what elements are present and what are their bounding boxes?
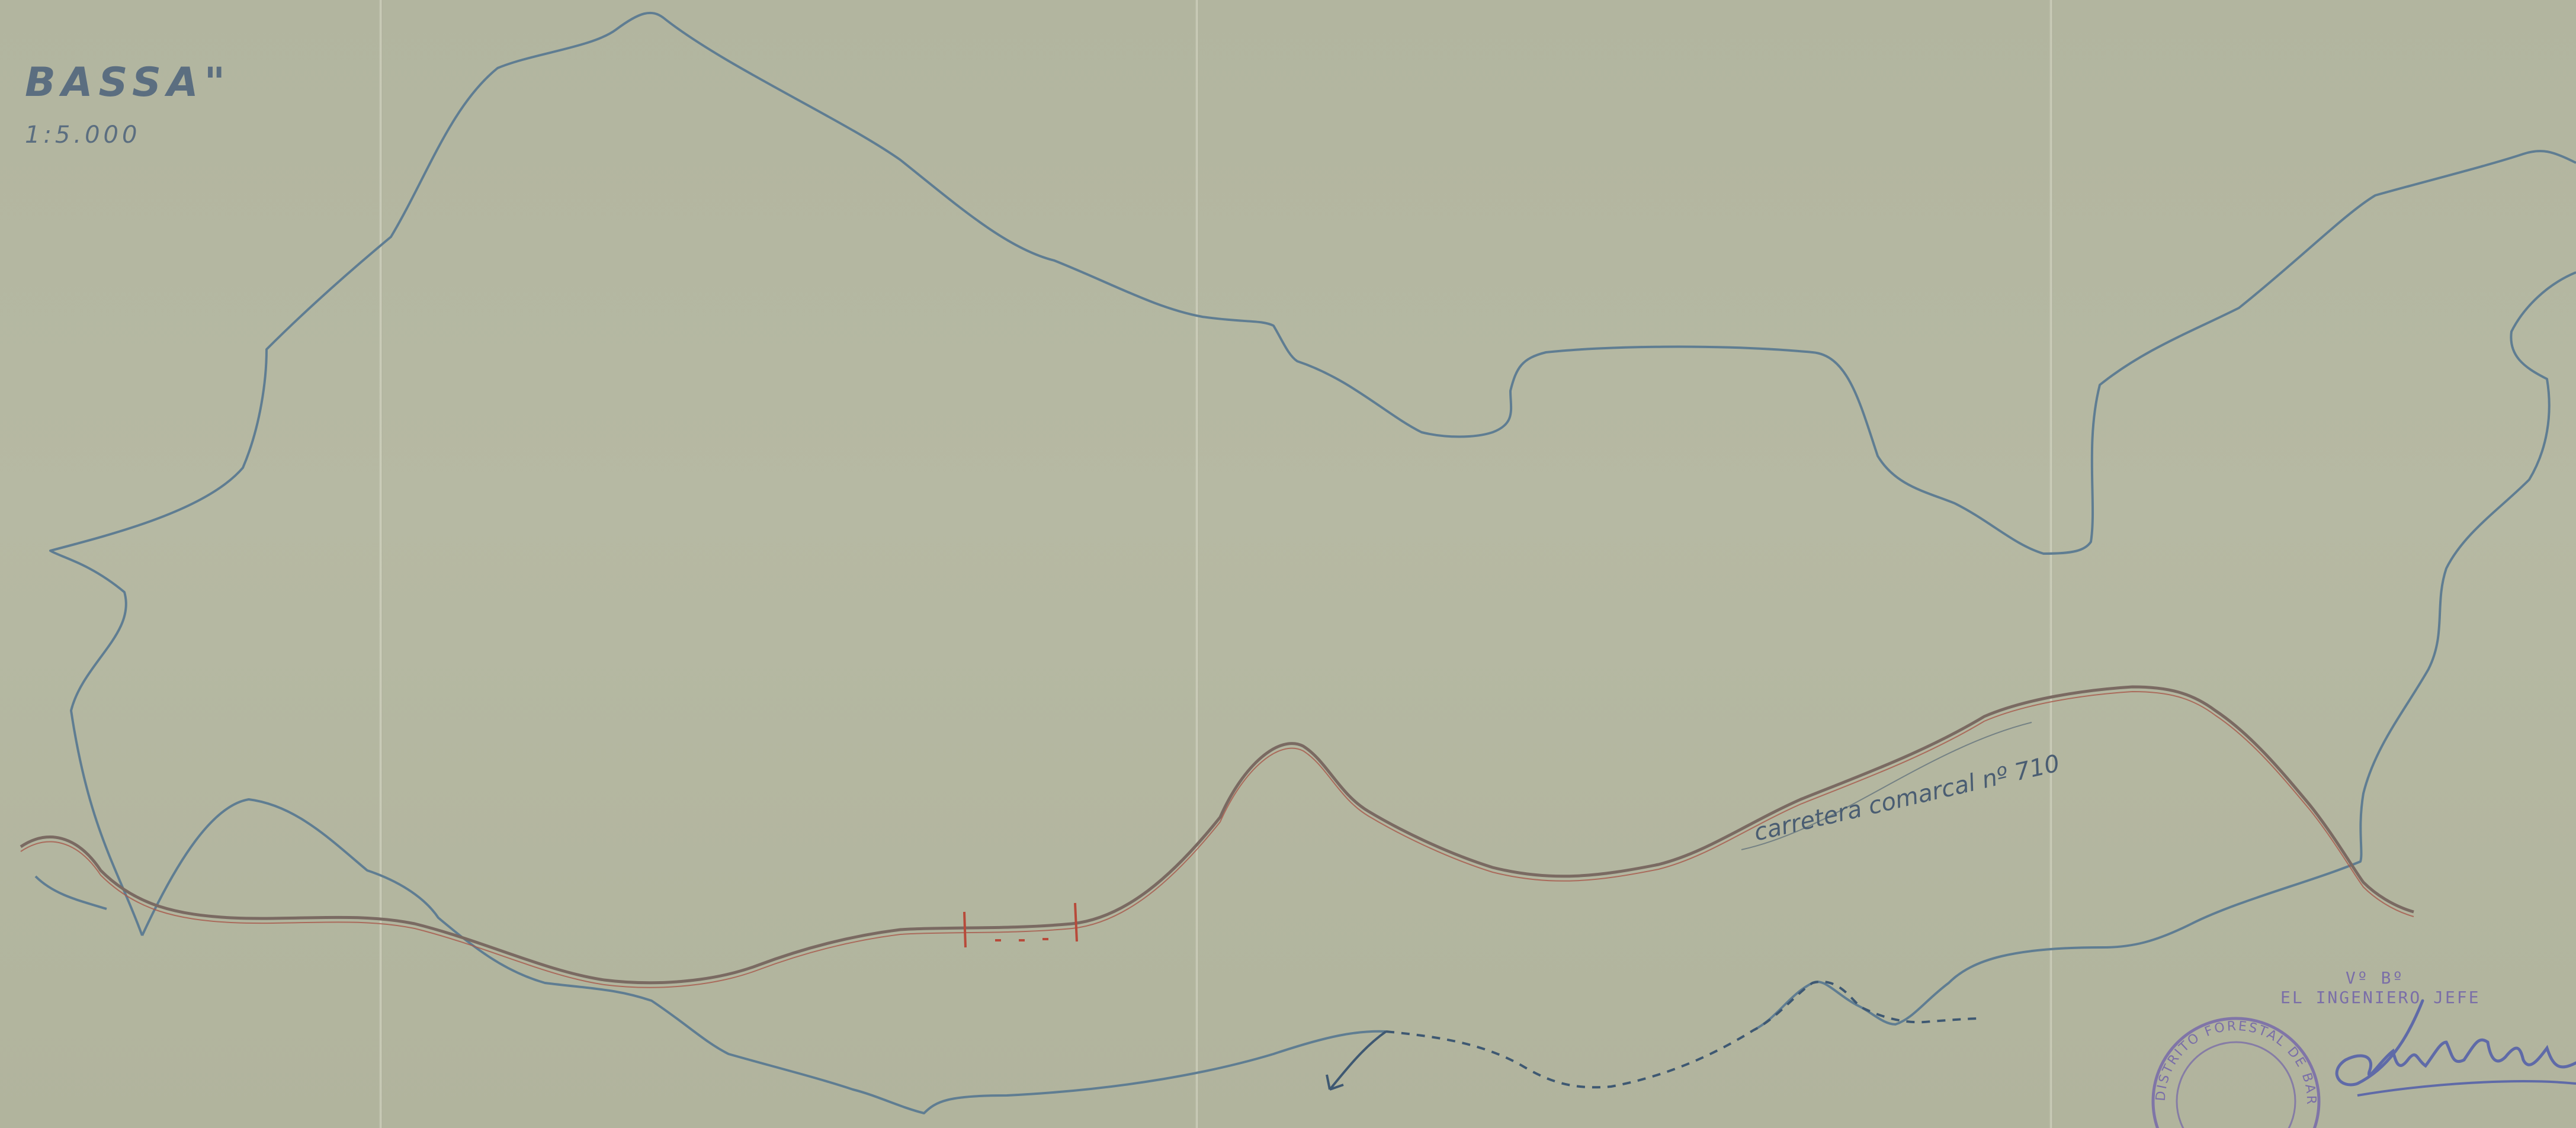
track-arrow <box>1326 1030 1387 1091</box>
signature <box>2335 999 2576 1087</box>
map-title: BASSA" <box>25 59 232 106</box>
stamp-vb-label: Vº Bº <box>2346 968 2405 988</box>
seal-text: DISTRITO FORESTAL DE BARCELONA <box>0 0 2317 1105</box>
map-scale: 1:5.000 <box>25 121 141 149</box>
road-line-red <box>20 690 2414 988</box>
parcel-boundary-south <box>141 798 1387 1114</box>
parcel-boundary <box>49 11 2576 936</box>
road-label-underline <box>1741 722 2032 850</box>
paper-fold <box>2049 0 2053 1128</box>
road-line <box>20 685 2414 985</box>
paper-fold <box>1195 0 1199 1128</box>
official-seal: DISTRITO FORESTAL DE BARCELONA <box>0 0 2321 1128</box>
road-label: carretera comarcal nº 710 <box>1751 750 2062 847</box>
signature-underline <box>2357 1080 2576 1097</box>
paper-fold <box>379 0 383 1128</box>
parcel-boundary-east <box>1753 271 2576 1031</box>
parcel-boundary-west <box>34 875 107 910</box>
road-survey-marks <box>963 902 1078 948</box>
dashed-track <box>1385 981 1979 1089</box>
stamp-engineer-label: EL INGENIERO JEFE <box>2280 988 2481 1007</box>
